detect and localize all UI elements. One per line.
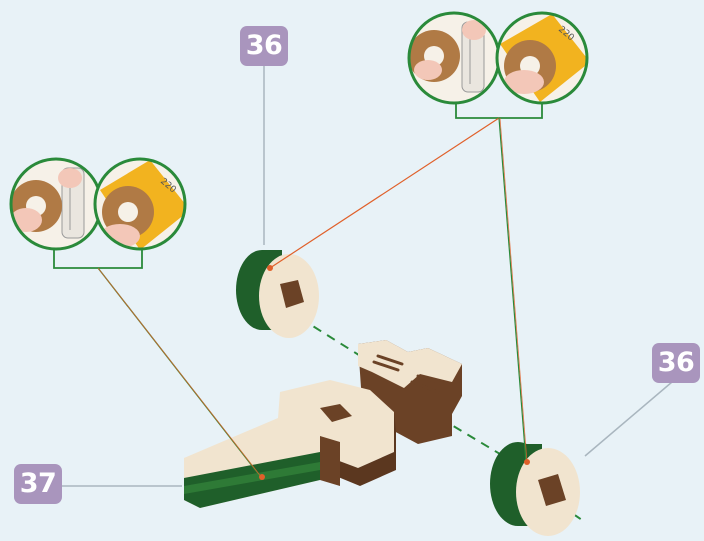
- callout-target-dot-lower: [524, 459, 530, 465]
- badge-right-leader: [585, 382, 672, 456]
- part-number-badge-37: 37: [14, 464, 62, 504]
- callout-bracket-left: [54, 250, 142, 268]
- spacer-part-36-lower: [490, 442, 580, 536]
- callout-target-dot-cross: [259, 474, 265, 480]
- callout-leader-top-to-upper: [270, 118, 499, 268]
- magnifier-inset-sandpaper-gear-top: 220: [497, 13, 590, 103]
- callout-target-dot-upper: [267, 265, 273, 271]
- callout-bracket-top: [456, 102, 542, 118]
- part-number-badge-36-top: 36: [240, 26, 288, 66]
- magnifier-inset-gear-sanding-top: [408, 13, 499, 103]
- cross-part-37: [184, 340, 462, 508]
- part-number-badge-36-right: 36: [652, 343, 700, 383]
- magnifier-inset-gear-sanding-left: [10, 159, 101, 249]
- callout-leader-top-to-lower-orange: [500, 118, 527, 462]
- callout-leader-top-to-lower-green: [499, 118, 526, 462]
- magnifier-inset-sandpaper-gear-left: 220: [95, 159, 190, 250]
